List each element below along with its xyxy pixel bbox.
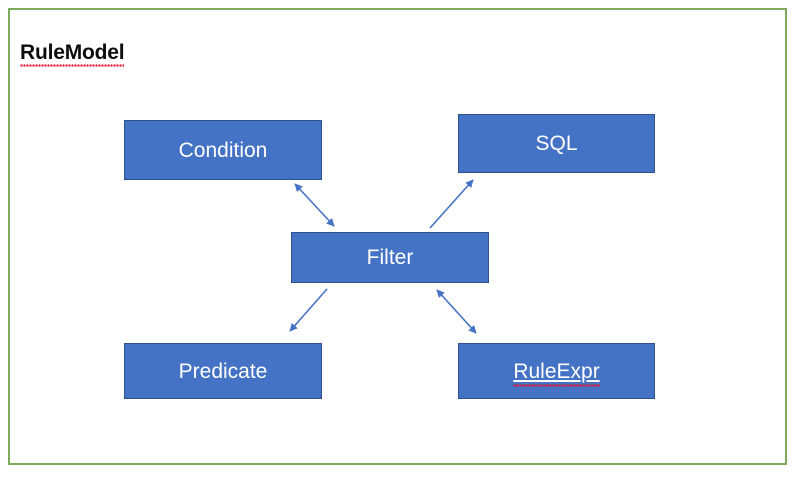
node-filter-label: Filter [366, 246, 414, 269]
node-sql-label: SQL [535, 132, 578, 155]
node-predicate-label: Predicate [178, 359, 268, 383]
node-ruleexpr[interactable]: RuleExpr [458, 343, 655, 399]
node-filter[interactable]: Filter [291, 232, 489, 283]
node-condition[interactable]: Condition [124, 120, 322, 180]
node-predicate[interactable]: Predicate [124, 343, 322, 399]
page-title-text: RuleModel [20, 41, 125, 67]
node-ruleexpr-label: RuleExpr [513, 359, 601, 387]
node-sql[interactable]: SQL [458, 114, 655, 173]
node-condition-label: Condition [178, 138, 268, 162]
page-title: RuleModel [20, 41, 125, 67]
